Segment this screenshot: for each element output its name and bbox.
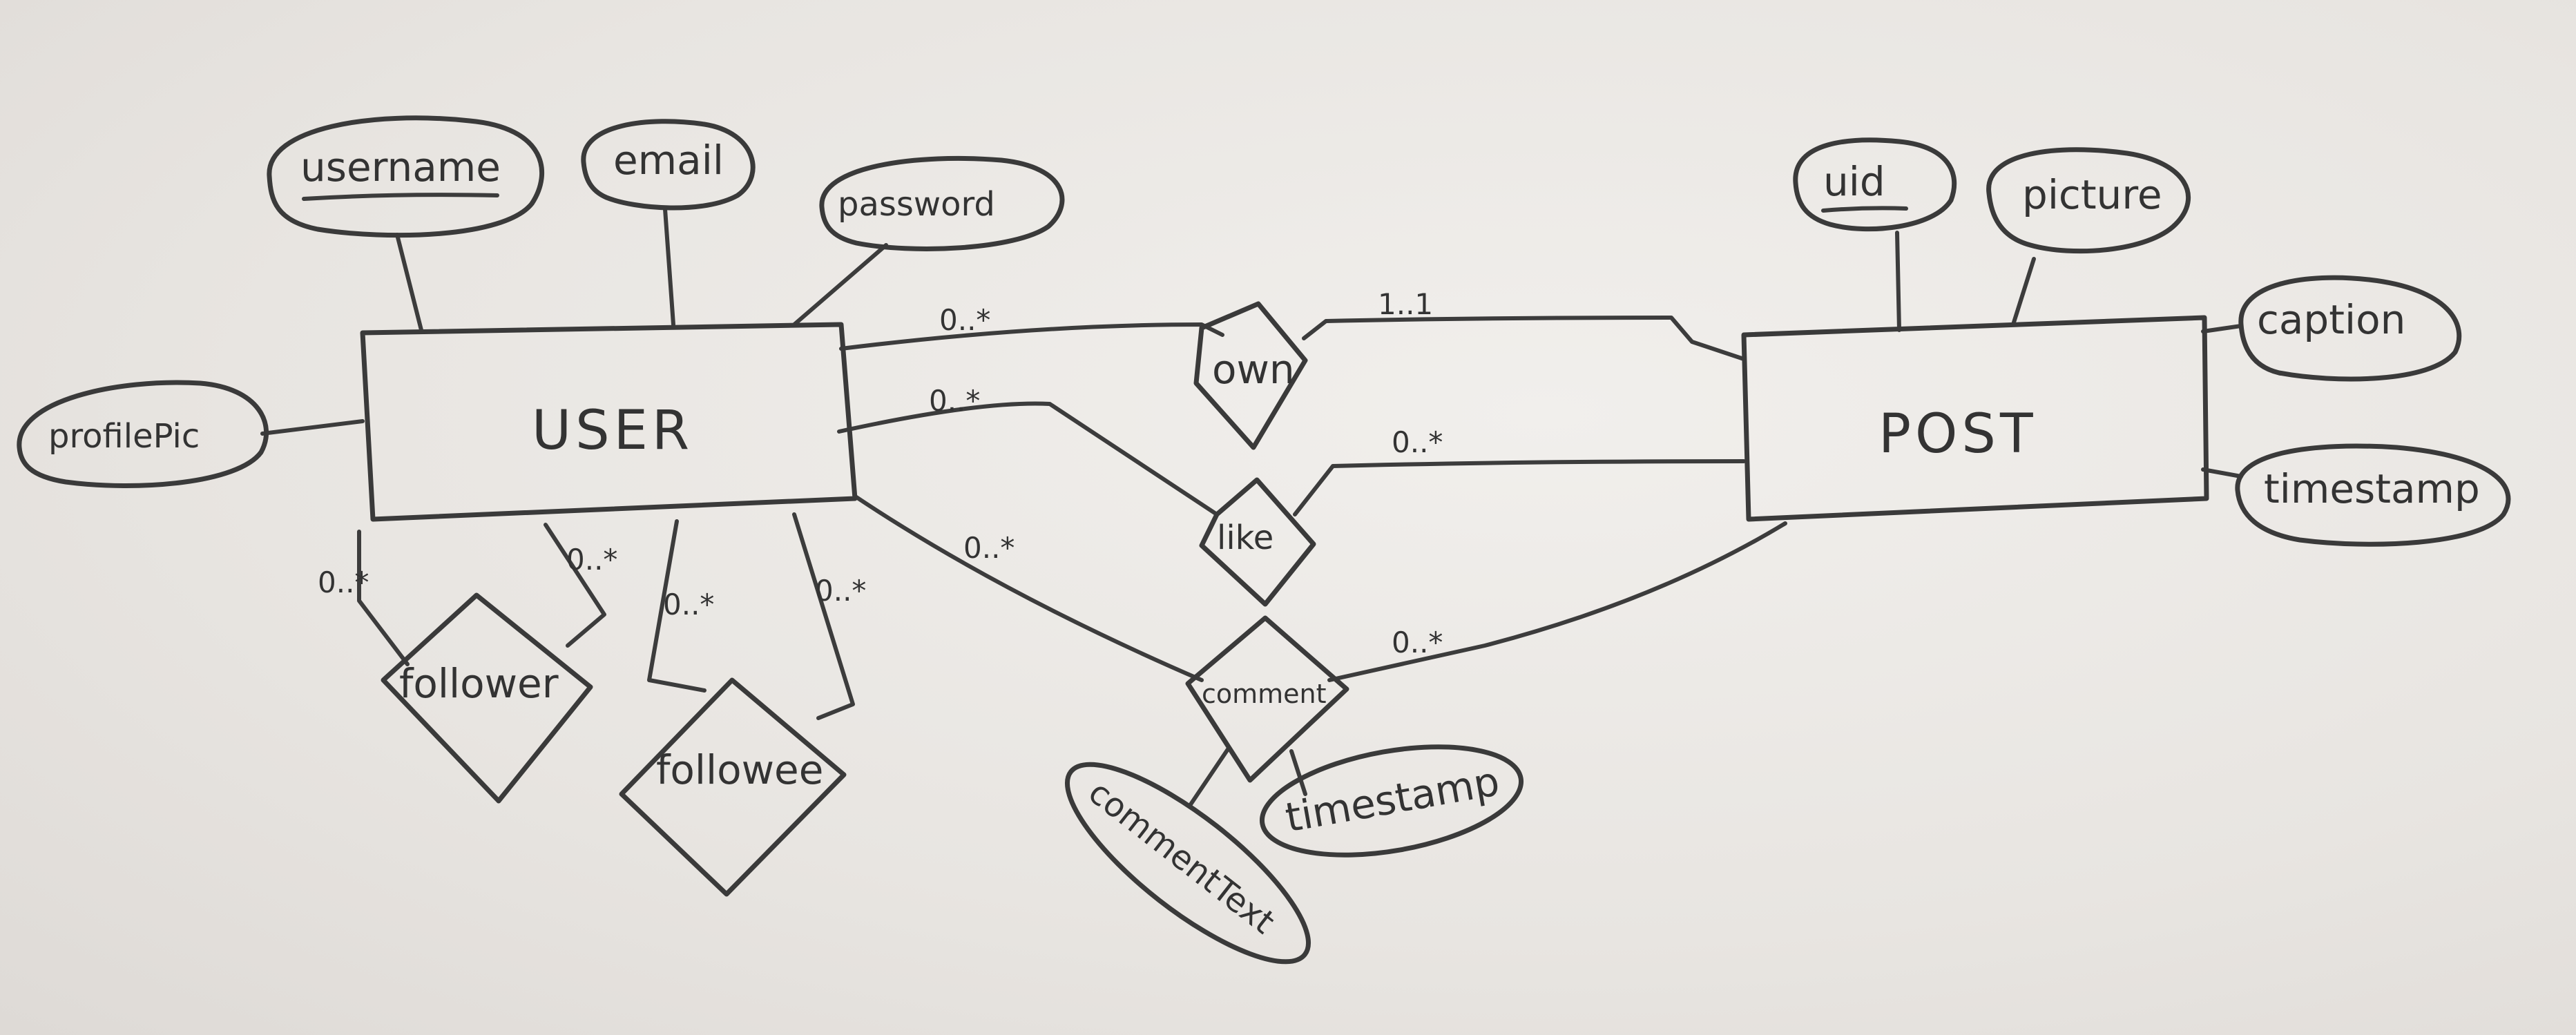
relationship-like: like	[1199, 477, 1316, 607]
attribute-password-label: password	[838, 185, 995, 224]
cardinality-own-post: 1..1	[1378, 287, 1433, 321]
relationship-own: own	[1193, 301, 1308, 450]
attribute-caption-label: caption	[2257, 296, 2405, 343]
attribute-username-label: username	[300, 144, 501, 191]
cardinality-comment-post: 0..*	[1392, 626, 1443, 659]
entity-post: POST	[1741, 315, 2209, 522]
relationship-followee: followee	[619, 677, 847, 897]
attribute-picture: picture	[1986, 147, 2191, 254]
uid-key-underline	[1821, 206, 1908, 213]
attribute-uid-label: uid	[1823, 158, 1885, 205]
cardinality-like-user: 0..*	[929, 384, 980, 418]
attribute-timestamp-label: timestamp	[2264, 465, 2480, 512]
cardinality-follower-right: 0..*	[566, 543, 617, 577]
entity-post-label: POST	[1878, 403, 2037, 465]
attribute-email-label: email	[613, 137, 724, 184]
attribute-caption: caption	[2238, 275, 2462, 382]
attribute-picture-label: picture	[2022, 171, 2162, 218]
relationship-own-label: own	[1212, 346, 1295, 393]
attribute-timestamp: timestamp	[2235, 443, 2511, 547]
attribute-username: username	[267, 115, 545, 238]
cardinality-followee-left: 0..*	[663, 588, 714, 621]
attribute-profilePic-label: profilePic	[48, 417, 200, 456]
relationship-follower-label: follower	[399, 660, 559, 707]
attribute-password: password	[819, 155, 1065, 251]
cardinality-follower-left: 0..*	[318, 565, 369, 599]
cardinality-labels: 0..* 1..1 0..* 0..* 0..* 0..* 0..* 0..* …	[318, 287, 1443, 659]
relationship-followee-label: followee	[656, 746, 823, 793]
attribute-profilePic: profilePic	[17, 380, 269, 488]
connector-lines	[260, 207, 2243, 809]
attribute-comment-timestamp: timestamp	[1259, 744, 1524, 858]
relationship-follower: follower	[381, 592, 593, 804]
attribute-commentText: commentText	[1064, 762, 1311, 965]
entity-user-label: USER	[532, 400, 693, 462]
cardinality-like-post: 0..*	[1392, 425, 1443, 459]
relationship-comment-label: comment	[1202, 679, 1327, 709]
relationship-like-label: like	[1217, 519, 1273, 557]
cardinality-own-user: 0..*	[939, 303, 990, 337]
username-key-underline	[302, 193, 499, 201]
attribute-uid: uid	[1793, 137, 1957, 232]
cardinality-comment-user: 0..*	[963, 531, 1015, 565]
relationship-comment: comment	[1185, 615, 1349, 783]
entity-user: USER	[360, 322, 858, 522]
cardinality-followee-right: 0..*	[815, 574, 866, 608]
attribute-email: email	[581, 119, 756, 211]
